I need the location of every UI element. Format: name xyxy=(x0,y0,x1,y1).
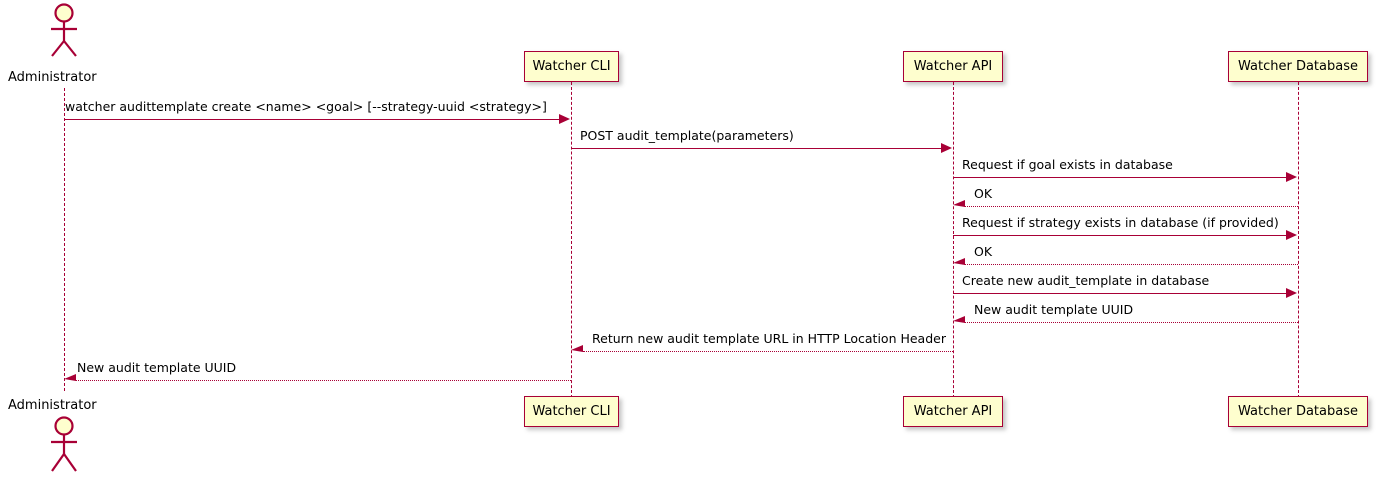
message-label-2: POST audit_template(parameters) xyxy=(580,128,794,143)
message-arrowhead-9 xyxy=(571,345,583,352)
lifeline-watcher-cli xyxy=(571,82,572,398)
message-line-7 xyxy=(953,293,1287,294)
message-label-10: New audit template UUID xyxy=(77,360,237,375)
message-arrowhead-8 xyxy=(953,316,965,323)
message-line-2 xyxy=(571,148,942,149)
message-arrowhead-2 xyxy=(941,143,952,153)
message-label-1: watcher audittemplate create <name> <goa… xyxy=(65,99,547,114)
lifeline-watcher-api xyxy=(953,82,954,398)
message-line-9 xyxy=(583,351,953,352)
lifeline-watcher-database xyxy=(1298,82,1299,398)
message-label-6: OK xyxy=(974,244,993,259)
message-line-1 xyxy=(64,119,560,120)
actor-label-administrator-top: Administrator xyxy=(8,70,97,85)
message-arrowhead-6 xyxy=(953,258,965,265)
message-line-6 xyxy=(965,264,1298,265)
participant-box-watcher-cli-bottom[interactable]: Watcher CLI xyxy=(524,396,619,427)
message-line-8 xyxy=(965,322,1298,323)
message-label-4: OK xyxy=(974,186,993,201)
participant-label-watcher-api-top: Watcher API xyxy=(913,59,993,74)
actor-label-administrator-bottom: Administrator xyxy=(8,398,97,413)
message-label-3: Request if goal exists in database xyxy=(962,157,1173,172)
message-label-5: Request if strategy exists in database (… xyxy=(962,215,1279,230)
message-arrowhead-5 xyxy=(1286,230,1297,240)
message-arrowhead-3 xyxy=(1286,172,1297,182)
message-line-5 xyxy=(953,235,1287,236)
participant-label-watcher-cli-top: Watcher CLI xyxy=(532,59,611,74)
message-arrowhead-7 xyxy=(1286,288,1297,298)
participant-box-watcher-cli-top[interactable]: Watcher CLI xyxy=(524,51,619,82)
participant-label-watcher-api-bottom: Watcher API xyxy=(913,404,993,419)
message-label-8: New audit template UUID xyxy=(974,302,1134,317)
participant-box-watcher-database-bottom[interactable]: Watcher Database xyxy=(1228,396,1368,427)
actor-administrator-bottom xyxy=(41,415,87,472)
message-arrowhead-1 xyxy=(559,114,570,124)
participant-label-watcher-database-bottom: Watcher Database xyxy=(1238,404,1358,419)
actor-administrator-top xyxy=(41,2,87,58)
participant-box-watcher-api-top[interactable]: Watcher API xyxy=(903,51,1003,82)
participant-label-watcher-cli-bottom: Watcher CLI xyxy=(532,404,611,419)
message-label-9: Return new audit template URL in HTTP Lo… xyxy=(592,331,946,346)
message-arrowhead-4 xyxy=(953,200,965,207)
message-line-4 xyxy=(965,206,1298,207)
participant-box-watcher-database-top[interactable]: Watcher Database xyxy=(1228,51,1368,82)
message-arrowhead-10 xyxy=(64,374,76,381)
lifeline-administrator xyxy=(64,88,65,391)
message-label-7: Create new audit_template in database xyxy=(962,273,1210,288)
message-line-3 xyxy=(953,177,1287,178)
participant-box-watcher-api-bottom[interactable]: Watcher API xyxy=(903,396,1003,427)
participant-label-watcher-database-top: Watcher Database xyxy=(1238,59,1358,74)
message-line-10 xyxy=(76,380,571,381)
